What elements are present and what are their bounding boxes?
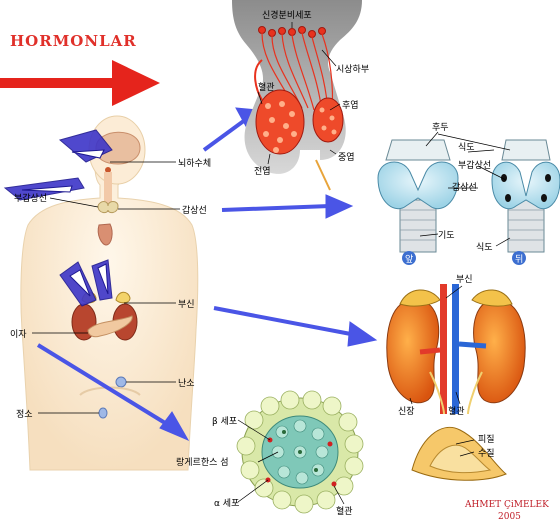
pituitary-gland [105,167,111,173]
label-thy-thyroid: 갑상선 [452,181,477,193]
label-islet: 랑게르한스 섬 [176,456,229,468]
label-posterior: 후엽 [342,100,359,111]
adrenal-section [411,426,507,481]
page-title: HORMONLAR [10,32,137,50]
body-leader-lines [32,161,180,414]
blue-arrows [36,107,378,442]
blue-highlight-marks [3,129,113,307]
thyroid-leader-lines [419,131,511,247]
label-alpha-cell: α 세포 [214,498,239,509]
islet-detail [236,390,364,514]
label-islet-vessel: 혈관 [336,505,353,517]
label-beta-cell: β 세포 [212,416,237,427]
label-testis: 정소 [16,409,33,420]
label-trachea: 기도 [438,230,455,241]
label-kid-vessel: 혈관 [448,405,465,417]
islet-leader-lines [237,419,345,505]
label-cortex: 피질 [478,433,495,445]
label-pituitary: 뇌하수체 [178,158,211,169]
label-esophagus2: 식도 [476,242,493,253]
label-parathyroid: 부갑상선 [14,192,47,204]
label-pit-vessel: 혈관 [258,81,275,93]
kidney-leader-lines [409,285,475,457]
thyroid-detail [377,139,560,265]
label-thy-parathyroid: 부갑상선 [458,159,491,171]
label-esophagus: 식도 [458,142,475,153]
pituitary-leader-lines [257,22,341,165]
label-thyroid: 갑상선 [182,204,207,216]
label-larynx: 후두 [432,122,449,133]
label-medulla: 수질 [478,447,495,459]
label-ovary: 난소 [178,378,195,389]
label-back: 뒤 [515,253,523,265]
red-arrow [0,60,160,106]
label-pancreas: 이자 [10,329,27,340]
pituitary-detail [232,0,362,191]
label-hypothalamus: 시상하부 [336,64,369,75]
label-neurosecretory: 신경분비세포 [262,9,312,21]
signature-year: 2005 [498,512,521,522]
label-kidney: 신장 [398,406,415,417]
signature-name: AHMET ÇiMELEK [464,500,549,510]
label-front: 앞 [405,253,413,265]
label-adrenal: 부신 [178,299,195,310]
kidney-detail [386,284,526,415]
label-middle: 중엽 [338,152,355,163]
label-adrenal-detail: 부신 [456,274,473,285]
label-anterior: 전엽 [254,166,271,177]
